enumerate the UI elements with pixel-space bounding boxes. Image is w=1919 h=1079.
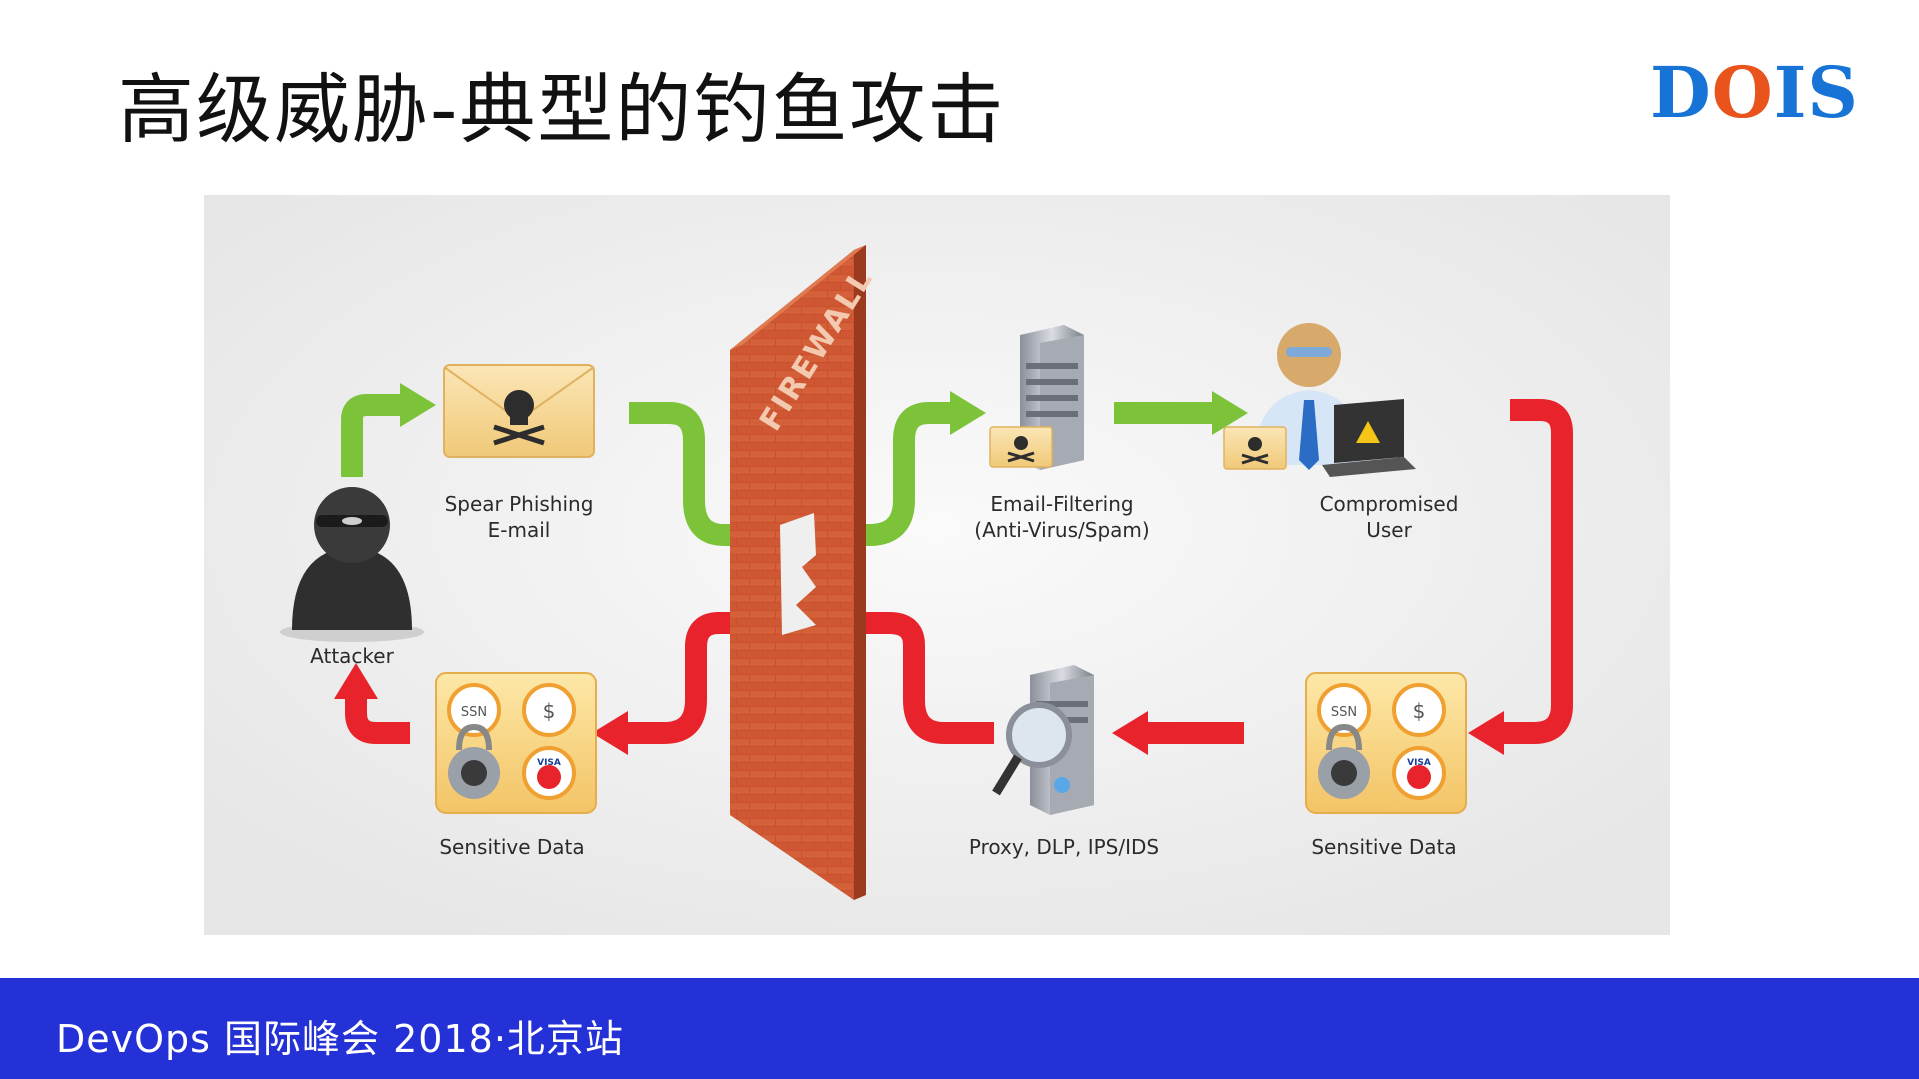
logo-letters-is: IS — [1773, 51, 1859, 134]
footer-bar: DevOps 国际峰会 2018·北京站 — [0, 978, 1919, 1079]
green-arrowhead-3 — [1212, 391, 1248, 435]
proxy-server-icon — [992, 665, 1094, 815]
dollar-badge-left: $ — [543, 699, 556, 723]
firewall — [730, 245, 866, 900]
phishing-diagram: SSN $ VISA SSN $ VISA FIREWALL Attacker … — [204, 195, 1670, 935]
red-arrow-user-to-data — [1500, 399, 1573, 744]
dollar-badge-right: $ — [1413, 699, 1426, 723]
footer-text: DevOps 国际峰会 2018·北京站 — [56, 1017, 624, 1061]
compromised-user-icon — [1223, 323, 1416, 477]
red-arrowhead-3 — [592, 711, 628, 755]
green-arrow-attacker-to-email — [341, 394, 404, 477]
visa-badge-right: VISA — [1407, 758, 1431, 768]
label-email-filtering: Email-Filtering (Anti-Virus/Spam) — [974, 492, 1150, 542]
firewall-hole — [780, 513, 816, 635]
green-arrowhead-2 — [950, 391, 986, 435]
ssn-badge-right: SSN — [1331, 705, 1357, 720]
label-compromised-user: Compromised User — [1319, 492, 1459, 542]
sensitive-data-right-icon — [1305, 672, 1467, 814]
logo-letter-d: D — [1650, 51, 1712, 134]
red-arrow-data-to-proxy — [1144, 722, 1244, 744]
label-attacker: Attacker — [310, 644, 394, 668]
logo-letter-o: O — [1711, 51, 1774, 134]
green-arrow-firewall-to-filter — [784, 402, 954, 546]
red-arrowhead-4 — [334, 663, 378, 699]
red-arrow-data-to-attacker — [345, 695, 410, 744]
label-sensitive-data-right: Sensitive Data — [1311, 835, 1457, 859]
attacker-icon — [280, 487, 424, 642]
dois-logo: DOIS — [1650, 58, 1859, 128]
diagram-canvas: SSN $ VISA SSN $ VISA FIREWALL — [204, 195, 1670, 935]
email-filter-server-icon — [989, 325, 1084, 470]
label-sensitive-data-left: Sensitive Data — [439, 835, 585, 859]
visa-badge-left: VISA — [537, 758, 561, 768]
magnifier-icon — [1006, 702, 1072, 768]
label-spear-phishing: Spear Phishing E-mail — [444, 492, 594, 542]
page-title: 高级威胁-典型的钓鱼攻击 — [118, 65, 1006, 154]
ssn-badge-left: SSN — [461, 705, 487, 720]
diagram-background — [204, 195, 1670, 935]
red-arrow-firewall-to-data — [624, 612, 764, 744]
red-arrow-proxy-to-firewall — [844, 612, 994, 744]
warning-icon — [1356, 421, 1380, 443]
red-arrowhead-2 — [1112, 711, 1148, 755]
red-arrowhead-1 — [1468, 711, 1504, 755]
green-arrowhead-1 — [400, 383, 436, 427]
green-arrow-email-to-firewall — [629, 402, 749, 546]
green-arrow-filter-to-user — [1114, 402, 1214, 424]
label-proxy: Proxy, DLP, IPS/IDS — [968, 835, 1160, 859]
sensitive-data-left-icon — [435, 672, 597, 814]
phishing-envelope-icon — [443, 364, 595, 458]
